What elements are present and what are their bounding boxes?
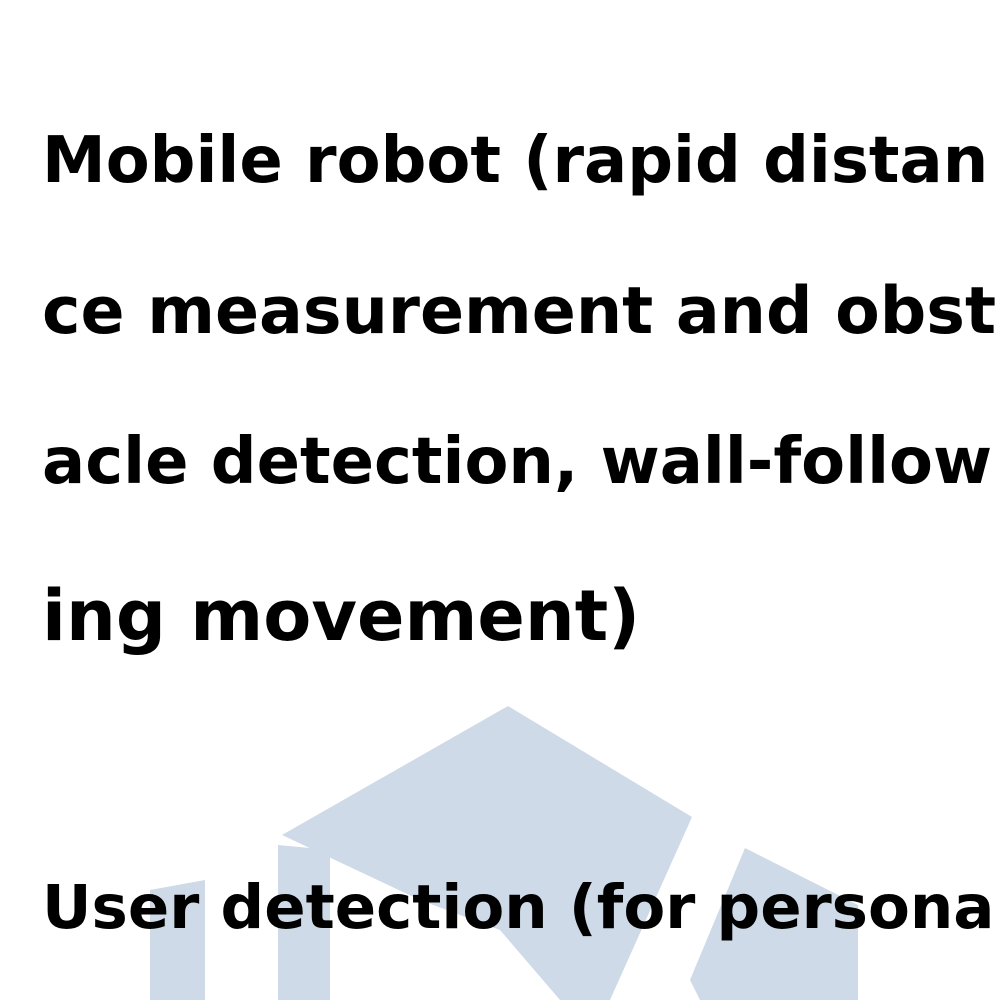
description-line-2: ce measurement and obst bbox=[42, 274, 997, 349]
description-line-5: User detection (for persona bbox=[42, 872, 995, 943]
description-line-1: Mobile robot (rapid distan bbox=[42, 124, 989, 198]
description-line-4: ing movement) bbox=[42, 575, 641, 657]
description-line-3: acle detection, wall-follow bbox=[42, 425, 993, 499]
